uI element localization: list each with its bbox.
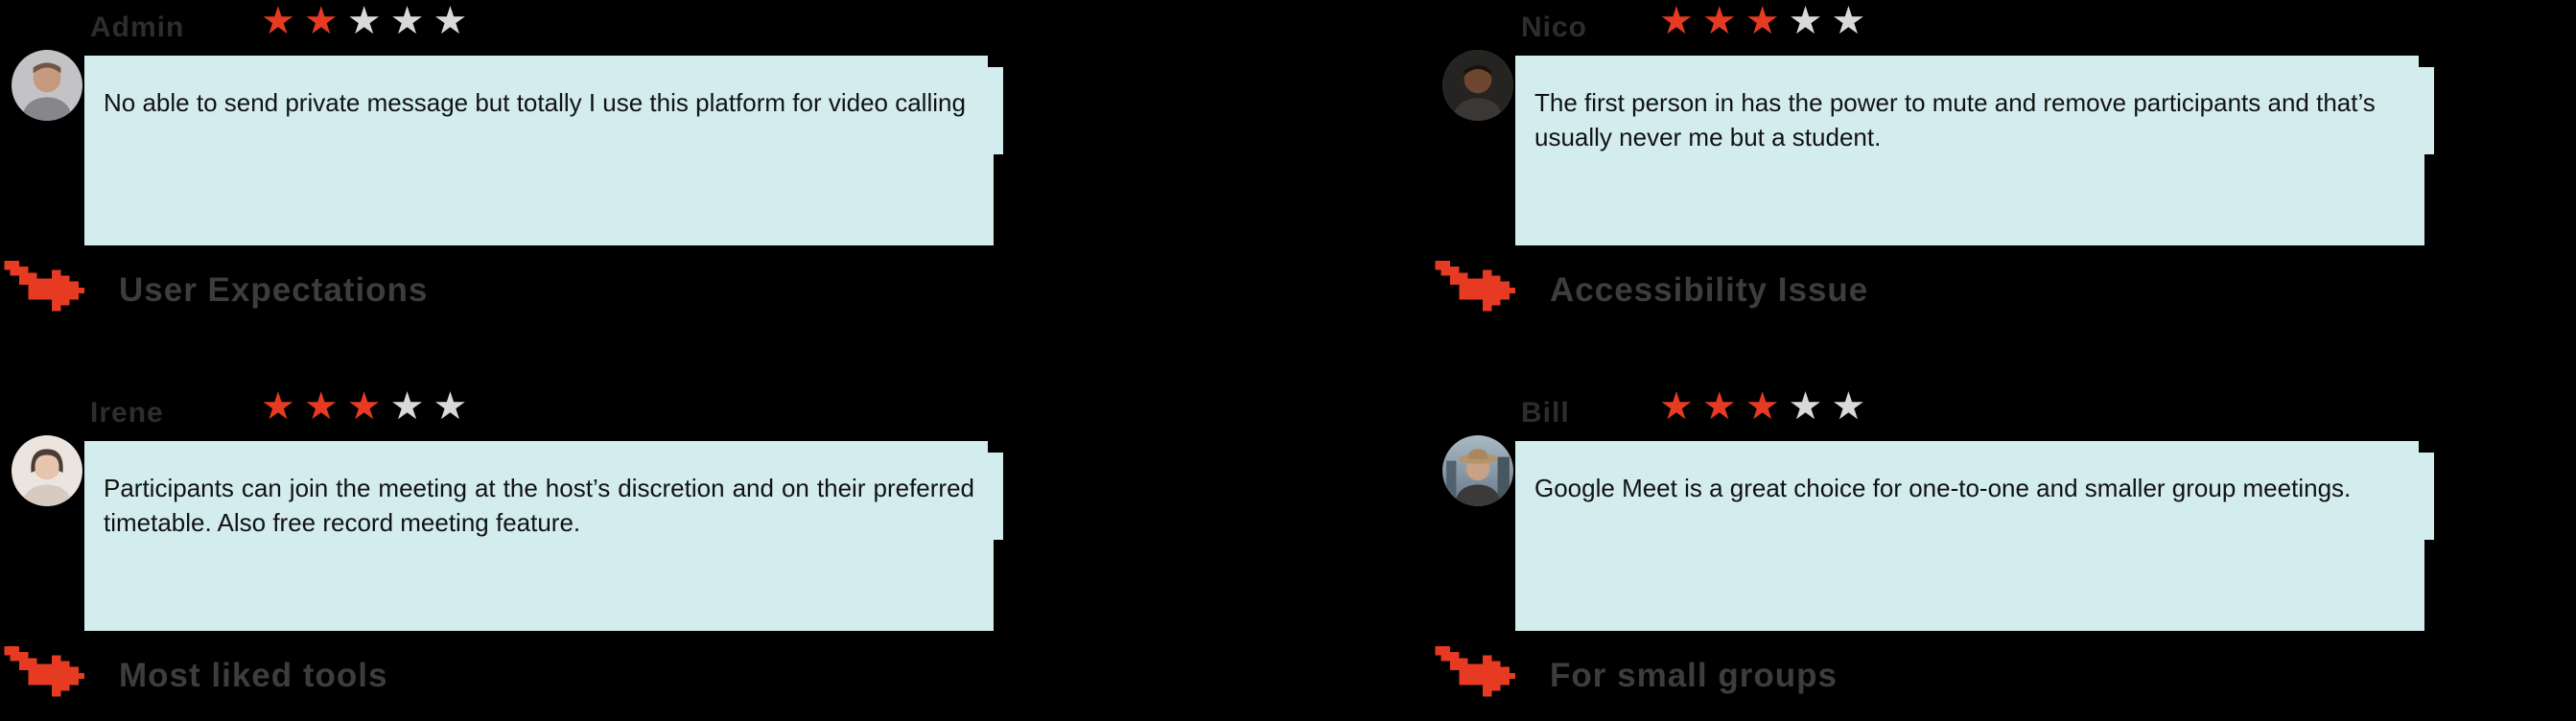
star-rating: ★★★★★: [1659, 385, 1874, 428]
category-row: Most liked tools: [2, 646, 387, 706]
star-rating: ★★★★★: [261, 385, 476, 428]
star-filled-icon: ★: [261, 384, 304, 429]
speech-bubble: No able to send private message but tota…: [84, 56, 1003, 245]
star-filled-icon: ★: [1701, 384, 1745, 429]
reviewer-name: Irene: [90, 397, 164, 429]
star-filled-icon: ★: [261, 0, 304, 43]
review-text: Participants can join the meeting at the…: [104, 474, 974, 537]
review-card: Nico ★★★★★ The first person in has the p…: [1431, 0, 2495, 336]
category-row: User Expectations: [2, 261, 428, 320]
arrow-icon: [1433, 261, 1527, 320]
star-empty-icon: ★: [389, 384, 433, 429]
arrow-icon: [2, 646, 96, 706]
avatar: [1442, 435, 1513, 506]
star-empty-icon: ★: [1831, 384, 1875, 429]
star-filled-icon: ★: [1659, 0, 1702, 43]
star-empty-icon: ★: [1831, 0, 1875, 43]
speech-bubble: Google Meet is a great choice for one-to…: [1515, 441, 2434, 631]
star-empty-icon: ★: [1788, 0, 1832, 43]
star-empty-icon: ★: [433, 384, 477, 429]
review-card: Bill ★★★★★ Google Meet is a great choice…: [1431, 385, 2495, 721]
star-empty-icon: ★: [1788, 384, 1832, 429]
star-empty-icon: ★: [389, 0, 433, 43]
speech-bubble: Participants can join the meeting at the…: [84, 441, 1003, 631]
star-empty-icon: ★: [346, 0, 390, 43]
avatar: [12, 435, 82, 506]
category-label: Most liked tools: [119, 657, 388, 694]
review-text: Google Meet is a great choice for one-to…: [1534, 474, 2352, 502]
reviewer-name: Admin: [90, 12, 185, 43]
category-label: For small groups: [1550, 657, 1838, 694]
arrow-icon: [1433, 646, 1527, 706]
star-filled-icon: ★: [1659, 384, 1702, 429]
star-filled-icon: ★: [1745, 0, 1789, 43]
star-filled-icon: ★: [1701, 0, 1745, 43]
speech-bubble: The first person in has the power to mut…: [1515, 56, 2434, 245]
category-label: Accessibility Issue: [1550, 271, 1869, 309]
category-row: Accessibility Issue: [1433, 261, 1868, 320]
reviewer-name: Bill: [1521, 397, 1570, 429]
review-card: Admin ★★★★★ No able to send private mess…: [0, 0, 1065, 336]
star-empty-icon: ★: [433, 0, 477, 43]
star-filled-icon: ★: [303, 384, 347, 429]
category-row: For small groups: [1433, 646, 1838, 706]
avatar: [1442, 50, 1513, 121]
category-label: User Expectations: [119, 271, 429, 309]
review-text: The first person in has the power to mut…: [1534, 88, 2376, 151]
star-rating: ★★★★★: [261, 0, 476, 42]
star-filled-icon: ★: [1745, 384, 1789, 429]
reviewer-name: Nico: [1521, 12, 1588, 43]
review-card: Irene ★★★★★ Participants can join the me…: [0, 385, 1065, 721]
avatar: [12, 50, 82, 121]
arrow-icon: [2, 261, 96, 320]
star-filled-icon: ★: [303, 0, 347, 43]
star-filled-icon: ★: [346, 384, 390, 429]
star-rating: ★★★★★: [1659, 0, 1874, 42]
review-text: No able to send private message but tota…: [104, 88, 966, 117]
